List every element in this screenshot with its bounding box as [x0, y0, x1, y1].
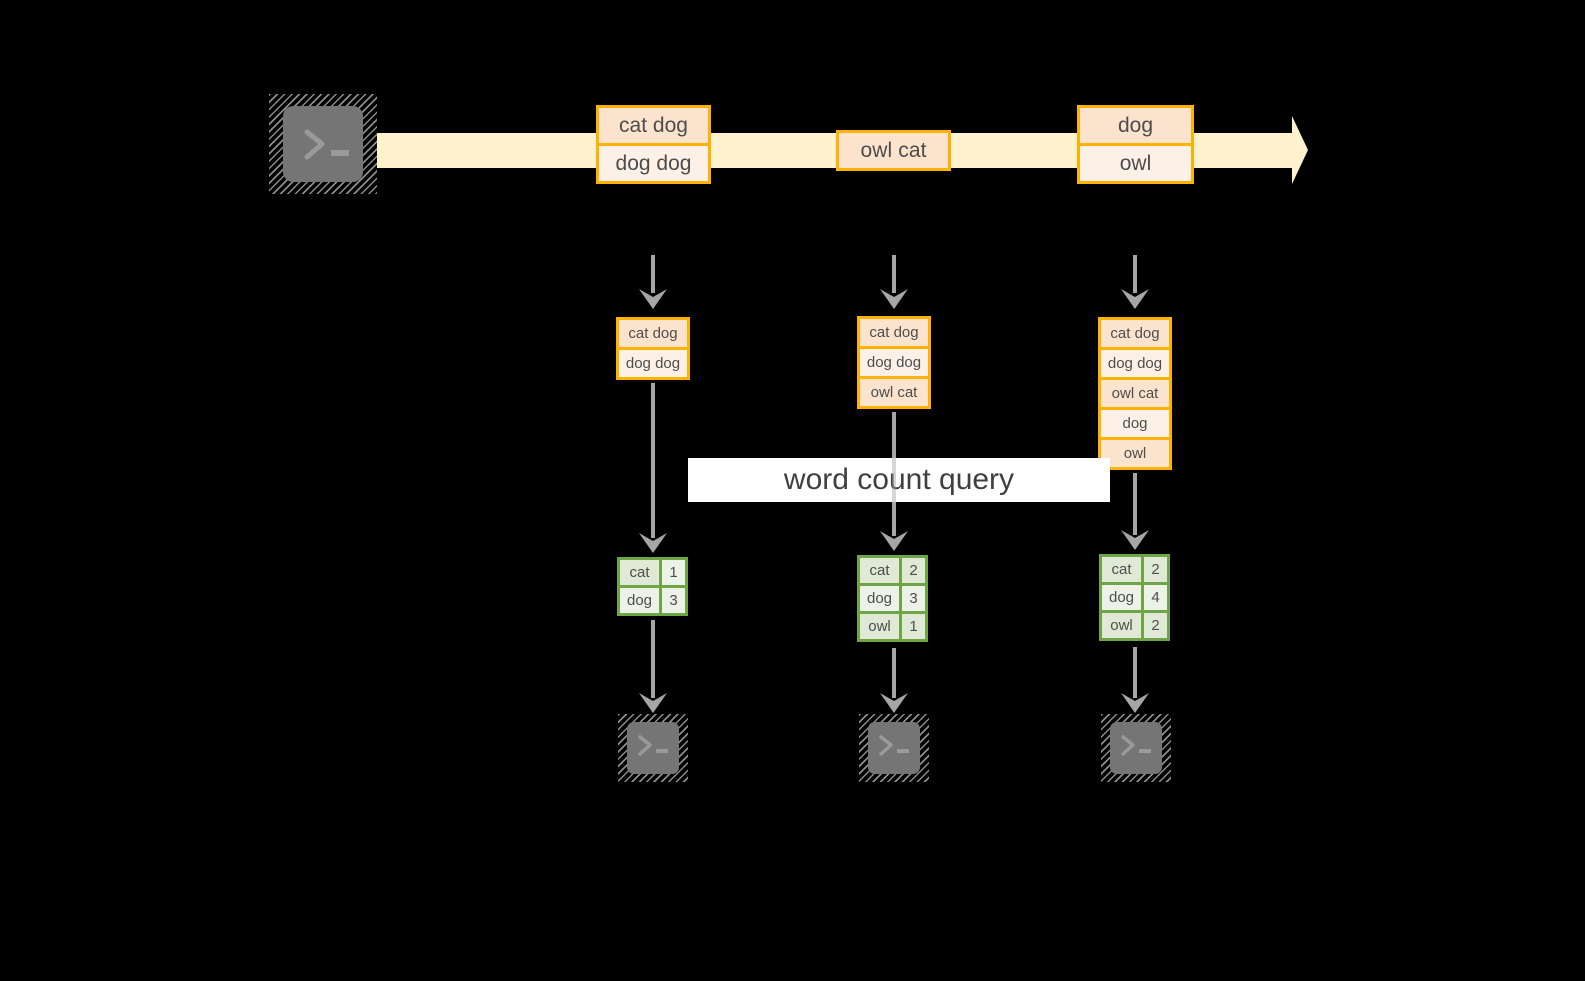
batch-to-state-arrow-3 — [1133, 255, 1137, 293]
table-row: owl 2 — [1099, 610, 1170, 641]
stream-record: cat dog — [596, 105, 711, 146]
result-to-sink-arrow-1 — [651, 620, 655, 698]
accumulated-record: owl cat — [857, 376, 931, 409]
stream-record: dog dog — [596, 143, 711, 184]
accumulated-record: dog dog — [1098, 347, 1172, 380]
accumulated-record: owl cat — [1098, 377, 1172, 410]
query-caption-label: word count query — [783, 463, 1015, 496]
result-count: 3 — [659, 585, 688, 616]
batch-to-state-arrowhead-1 — [638, 288, 668, 310]
result-to-sink-arrow-2 — [892, 648, 896, 698]
result-word: owl — [1099, 610, 1144, 641]
result-word: cat — [1099, 554, 1144, 585]
table-row: cat 2 — [1099, 554, 1170, 585]
result-word: dog — [617, 585, 662, 616]
query-arrowhead-1 — [638, 532, 668, 554]
table-row: dog 3 — [617, 585, 688, 616]
query-arrowhead-2 — [879, 530, 909, 552]
result-word: dog — [1099, 582, 1144, 613]
stream-arrowhead — [1292, 116, 1308, 184]
result-word: owl — [857, 611, 902, 642]
terminal-prompt-glyph — [299, 124, 361, 166]
stream-batch-1[interactable]: cat dog dog dog — [596, 105, 711, 184]
accumulated-records-3[interactable]: cat dog dog dog owl cat dog owl — [1098, 317, 1172, 470]
sink-terminal-icon-3[interactable] — [1101, 714, 1171, 782]
source-terminal-icon[interactable] — [269, 94, 377, 194]
sink-terminal-icon-2[interactable] — [859, 714, 929, 782]
accumulated-record: dog dog — [857, 346, 931, 379]
query-arrow-over-caption — [892, 458, 896, 502]
result-to-sink-arrowhead-3 — [1120, 692, 1150, 714]
result-to-sink-arrowhead-1 — [638, 692, 668, 714]
result-count: 2 — [1141, 554, 1170, 585]
accumulated-records-2[interactable]: cat dog dog dog owl cat — [857, 316, 931, 409]
table-row: owl 1 — [857, 611, 928, 642]
sink-terminal-icon-1[interactable] — [618, 714, 688, 782]
result-count: 1 — [659, 557, 688, 588]
accumulated-record: cat dog — [857, 316, 931, 349]
accumulated-record: cat dog — [616, 317, 690, 350]
table-row: dog 3 — [857, 583, 928, 614]
result-word: cat — [857, 555, 902, 586]
result-table-3[interactable]: cat 2 dog 4 owl 2 — [1099, 554, 1170, 641]
accumulated-record: cat dog — [1098, 317, 1172, 350]
batch-to-state-arrowhead-2 — [879, 288, 909, 310]
result-word: dog — [857, 583, 902, 614]
batch-to-state-arrow-2 — [892, 255, 896, 293]
terminal-prompt-glyph — [635, 732, 677, 760]
result-table-1[interactable]: cat 1 dog 3 — [617, 557, 688, 616]
result-to-sink-arrow-3 — [1133, 647, 1137, 698]
terminal-prompt-glyph — [1118, 732, 1160, 760]
stream-batch-2-record: owl cat — [836, 130, 951, 171]
table-row: cat 1 — [617, 557, 688, 588]
result-count: 1 — [899, 611, 928, 642]
query-arrowhead-3 — [1120, 529, 1150, 551]
stream-record: dog — [1077, 105, 1194, 146]
terminal-screen — [868, 722, 920, 774]
query-arrow-1 — [651, 383, 655, 538]
result-to-sink-arrowhead-2 — [879, 692, 909, 714]
result-table-2[interactable]: cat 2 dog 3 owl 1 — [857, 555, 928, 642]
result-count: 2 — [899, 555, 928, 586]
result-count: 3 — [899, 583, 928, 614]
stream-record: owl — [1077, 143, 1194, 184]
result-count: 4 — [1141, 582, 1170, 613]
accumulated-record: dog — [1098, 407, 1172, 440]
result-word: cat — [617, 557, 662, 588]
query-caption: word count query — [688, 458, 1110, 502]
table-row: dog 4 — [1099, 582, 1170, 613]
terminal-screen — [1110, 722, 1162, 774]
stream-batch-3[interactable]: dog owl — [1077, 105, 1194, 184]
terminal-screen — [627, 722, 679, 774]
batch-to-state-arrowhead-3 — [1120, 288, 1150, 310]
accumulated-record: dog dog — [616, 347, 690, 380]
batch-to-state-arrow-1 — [651, 255, 655, 293]
accumulated-records-1[interactable]: cat dog dog dog — [616, 317, 690, 380]
result-count: 2 — [1141, 610, 1170, 641]
terminal-prompt-glyph — [876, 732, 918, 760]
table-row: cat 2 — [857, 555, 928, 586]
query-arrow-3 — [1133, 473, 1137, 535]
accumulated-record: owl — [1098, 437, 1172, 470]
